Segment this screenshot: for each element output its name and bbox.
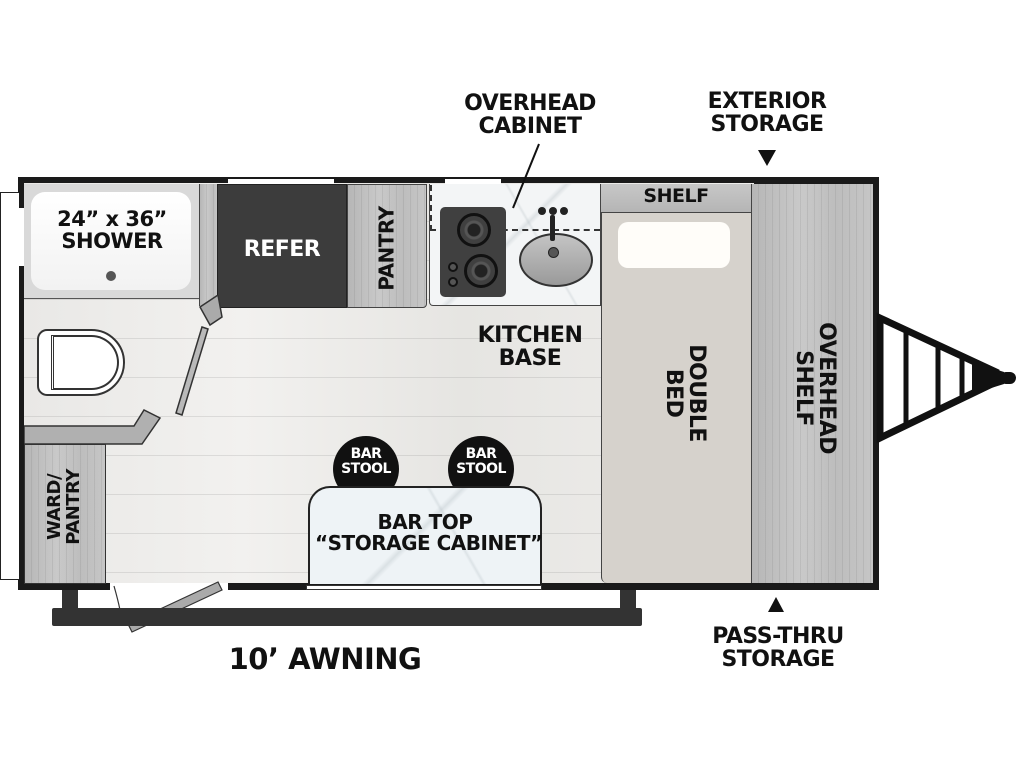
double-bed-label: DOUBLE BED [661,344,710,442]
window-refer [228,179,334,184]
overhead-cabinet-outline [430,185,600,231]
bar-top-storage-cabinet [308,486,542,584]
entry-door-opening [110,583,228,591]
arrow-up-icon [768,597,784,612]
overhead-cabinet-label: OVERHEAD CABINET [464,91,596,140]
shower-drain-icon [106,271,116,281]
shelf [601,184,751,213]
stove-cooktop [440,207,506,297]
burner-icon [464,254,498,288]
pass-thru-storage-label: PASS-THRU STORAGE [712,624,844,673]
arrow-down-icon [758,150,776,166]
kitchen-base-label: KITCHEN BASE [477,323,583,372]
awning-label: 10’ AWNING [228,642,422,676]
shelf-label: SHELF [643,185,709,207]
pantry-cabinet [347,184,427,308]
sink [519,233,593,287]
stove-knob-icon [448,277,458,287]
ward-pantry-label: WARD/ PANTRY [44,469,84,545]
toilet [37,329,125,396]
exterior-storage-label: EXTERIOR STORAGE [707,89,827,138]
bathroom-door [175,295,223,416]
shower [24,184,199,299]
trailer-hitch-tongue [876,312,1016,444]
frame-post-right [620,590,636,612]
overhead-cabinet-leader-line [512,143,540,209]
stove-knob-icon [448,262,458,272]
bath-wall-panel [199,184,218,306]
window-bar [306,585,542,590]
pillow [618,222,730,268]
burner-icon [457,213,491,247]
overhead-shelf [751,184,873,583]
bar-top-label: BAR TOP “STORAGE CABINET” [315,510,543,555]
ward-pantry-cabinet [24,444,106,584]
pantry-label: PANTRY [374,206,399,291]
bath-partition [24,409,162,445]
rear-bumper [0,192,19,580]
window-kitchen [445,179,501,184]
faucet-icon [538,207,574,267]
awning-rail [52,608,642,626]
bar-stool-label: BAR STOOL [341,446,391,477]
double-bed [601,213,752,583]
bar-stool-label: BAR STOOL [456,446,506,477]
frame-post-left [62,590,78,612]
refer-label: REFER [243,237,321,262]
refrigerator [217,184,347,308]
overhead-shelf-label: OVERHEAD SHELF [791,322,840,455]
rear-window [19,208,24,266]
shower-label: 24” x 36” SHOWER [57,207,167,254]
